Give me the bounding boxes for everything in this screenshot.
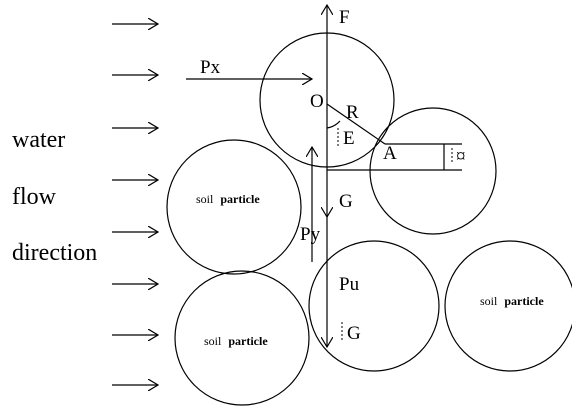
- flow-label-water: water: [12, 127, 65, 153]
- right-bottom-particle: [444, 240, 572, 372]
- label-R: R: [346, 102, 359, 123]
- right-upper-particle: [369, 107, 497, 235]
- label-E: E: [343, 128, 355, 149]
- particle-bold: particle: [228, 334, 268, 348]
- particles: [166, 32, 572, 406]
- label-A: A: [383, 143, 397, 164]
- particle-word: soil: [480, 294, 498, 308]
- bottom-left-particle: [174, 270, 310, 406]
- particle-bold: particle: [220, 192, 260, 206]
- flow-label-flow: flow: [12, 184, 57, 210]
- particle-word: soil: [196, 192, 214, 206]
- force-lines: [186, 5, 462, 347]
- center-bottom-particle: [308, 240, 440, 372]
- particle-label-bottom-left: soil particle: [204, 332, 268, 349]
- flow-label-direction: direction: [12, 240, 97, 266]
- particle-bold: particle: [504, 294, 544, 308]
- label-Pu: Pu: [339, 274, 360, 295]
- label-G: G: [339, 191, 353, 212]
- label-Px: Px: [200, 57, 221, 78]
- tick-marks: [337, 128, 453, 340]
- label-alpha: ¤: [456, 146, 466, 167]
- particle-word: soil: [204, 334, 222, 348]
- angle-arc: [326, 120, 341, 129]
- particle-label-right: soil particle: [480, 292, 544, 309]
- label-O: O: [310, 91, 324, 112]
- label-F: F: [339, 7, 350, 28]
- radius-line-OA: [326, 103, 386, 145]
- label-G2: G: [347, 323, 361, 344]
- flow-arrows: [112, 24, 158, 385]
- left-mid-particle: [166, 139, 302, 275]
- particle-label-left-mid: soil particle: [196, 190, 260, 207]
- label-Py: Py: [300, 224, 321, 245]
